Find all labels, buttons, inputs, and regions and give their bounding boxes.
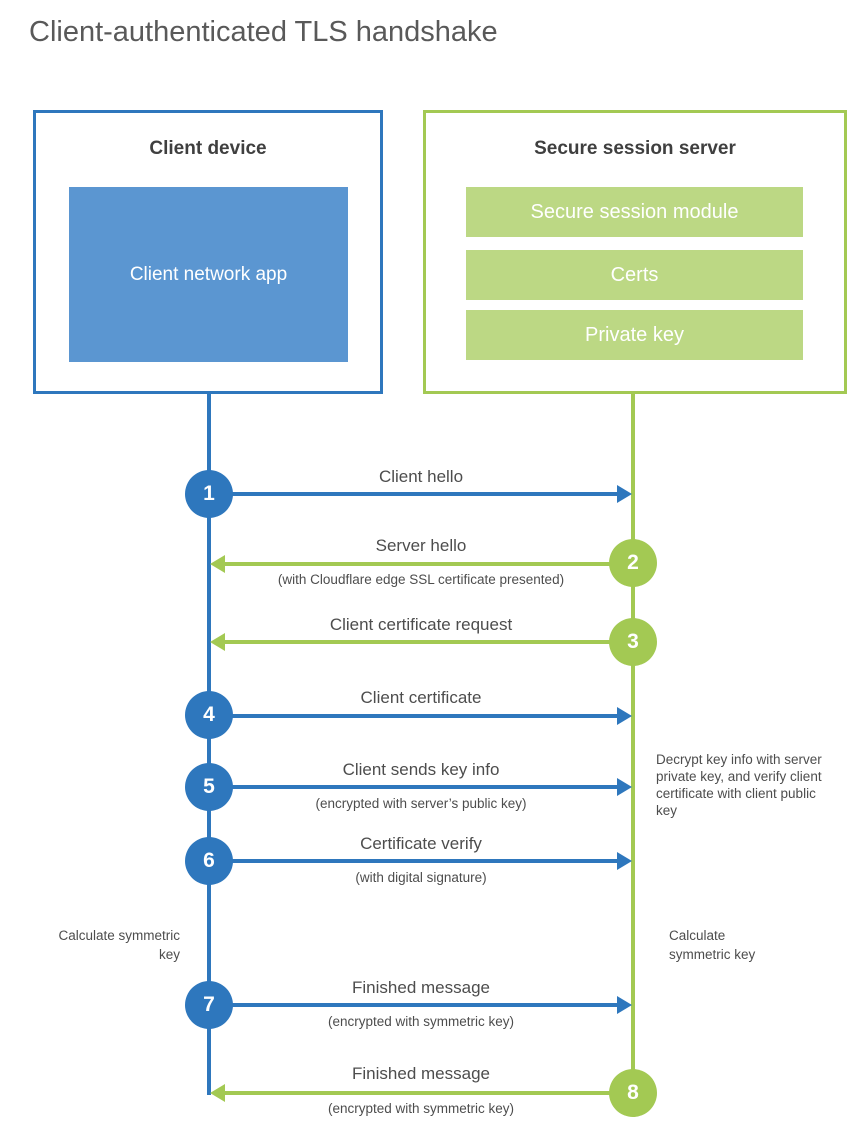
flow-label-4: Client certificate — [360, 688, 482, 707]
arrow-head-right-icon — [617, 485, 632, 503]
arrow-head-right-icon — [617, 778, 632, 796]
flow-sublabel-6: (with digital signature) — [355, 870, 487, 885]
flow-sublabel-2: (with Cloudflare edge SSL certificate pr… — [277, 572, 565, 587]
arrow-head-left-icon — [210, 1084, 225, 1102]
step-circle-1: 1 — [185, 470, 233, 518]
server-lifeline — [631, 393, 635, 1095]
arrow-shaft — [210, 785, 623, 789]
server-module-private-key: Private key — [466, 310, 803, 360]
step-number: 2 — [627, 551, 639, 574]
flow-label-2: Server hello — [375, 536, 467, 555]
flow-arrow-7 — [210, 996, 632, 1014]
flow-sublabel-5: (encrypted with server’s public key) — [315, 796, 527, 811]
client-lifeline — [207, 393, 211, 1095]
step-number: 4 — [203, 703, 215, 726]
step-number: 5 — [203, 775, 215, 798]
flow-sublabel-7: (encrypted with symmetric key) — [327, 1014, 515, 1029]
arrow-shaft — [210, 859, 623, 863]
client-device-title: Client device — [149, 138, 267, 159]
arrow-head-right-icon — [617, 996, 632, 1014]
flow-label-1: Client hello — [378, 467, 464, 486]
arrow-shaft — [219, 640, 632, 644]
arrow-head-right-icon — [617, 707, 632, 725]
arrow-shaft — [210, 714, 623, 718]
page-title: Client-authenticated TLS handshake — [29, 16, 498, 48]
server-module-secure-session: Secure session module — [466, 187, 803, 237]
client-network-app-box: Client network app — [69, 187, 348, 362]
step-number: 7 — [203, 993, 215, 1016]
arrow-head-left-icon — [210, 555, 225, 573]
arrow-shaft — [219, 1091, 632, 1095]
step-circle-4: 4 — [185, 691, 233, 739]
step-circle-5: 5 — [185, 763, 233, 811]
server-module-label: Private key — [585, 323, 684, 346]
step-circle-7: 7 — [185, 981, 233, 1029]
step-number: 1 — [203, 482, 215, 505]
flow-arrow-1 — [210, 485, 632, 503]
server-module-label: Secure session module — [530, 200, 739, 223]
flow-arrow-8 — [210, 1084, 632, 1102]
flow-label-8: Finished message — [352, 1064, 490, 1083]
step-number: 3 — [627, 630, 639, 653]
step-number: 6 — [203, 849, 215, 872]
flow-arrow-4 — [210, 707, 632, 725]
flow-arrow-3 — [210, 633, 632, 651]
client-network-app-label: Client network app — [129, 264, 288, 285]
flow-arrow-6 — [210, 852, 632, 870]
server-module-certs: Certs — [466, 250, 803, 300]
flow-label-5: Client sends key info — [342, 760, 500, 779]
flow-label-7: Finished message — [352, 978, 490, 997]
server-module-label: Certs — [610, 263, 659, 286]
step-circle-2: 2 — [609, 539, 657, 587]
step-circle-8: 8 — [609, 1069, 657, 1117]
flow-arrow-5 — [210, 778, 632, 796]
step-number: 8 — [627, 1081, 639, 1104]
flow-sublabel-8: (encrypted with symmetric key) — [327, 1101, 515, 1116]
decrypt-note: Decrypt key info with server private key… — [656, 752, 822, 818]
flow-label-3: Client certificate request — [329, 615, 513, 634]
calculate-symmetric-key-right: Calculate symmetric key — [669, 928, 756, 962]
arrow-head-right-icon — [617, 852, 632, 870]
arrow-shaft — [219, 562, 632, 566]
arrow-head-left-icon — [210, 633, 225, 651]
flow-label-6: Certificate verify — [360, 834, 482, 853]
calculate-symmetric-key-left: Calculate symmetric key — [58, 928, 180, 962]
step-circle-6: 6 — [185, 837, 233, 885]
arrow-shaft — [210, 1003, 623, 1007]
arrow-shaft — [210, 492, 623, 496]
step-circle-3: 3 — [609, 618, 657, 666]
secure-session-server-title: Secure session server — [534, 138, 736, 159]
flow-arrow-2 — [210, 555, 632, 573]
